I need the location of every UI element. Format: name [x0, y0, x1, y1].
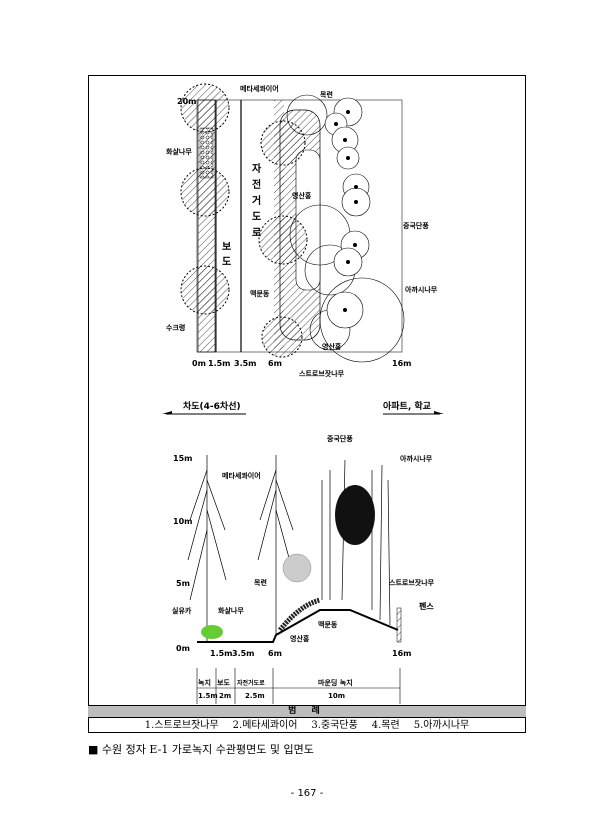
- legend-items: 1.스트로브잣나무 2.메타세콰이어 3.중국단풍 4.목련 5.아까시나무: [88, 718, 526, 733]
- zone-width: 10m: [328, 692, 345, 700]
- axis-tick: 3.5m: [232, 649, 255, 658]
- legend-item: 3.중국단풍: [311, 720, 358, 731]
- sidewalk-char: 도: [222, 256, 231, 268]
- plan-label: 화살나무: [166, 147, 192, 156]
- plan-label: 영산홍: [322, 342, 342, 351]
- height-tick: 0m: [176, 644, 190, 653]
- plan-label: 스트로브잣나무: [299, 369, 345, 378]
- direction-label: 차도(4-6차선): [183, 400, 241, 412]
- elevation-label: 중국단풍: [327, 434, 353, 443]
- zone-name: 보도: [217, 679, 230, 687]
- dimension-table: 녹지 보도 자전거도로 마운딩 녹지 1.5m 2m 2.5m 10m: [196, 668, 401, 704]
- height-tick: 10m: [173, 517, 192, 526]
- figure-frame: [88, 75, 526, 733]
- bike-road-char: 자: [252, 162, 262, 175]
- axis-tick: 16m: [392, 649, 411, 658]
- elevation-label: 스트로브잣나무: [389, 578, 435, 587]
- plan-label: 메타세콰이어: [240, 84, 279, 93]
- plan-label: 중국단풍: [403, 221, 429, 230]
- axis-tick: 3.5m: [234, 359, 257, 368]
- page-number: - 167 -: [290, 788, 324, 799]
- axis-tick: 1.5m: [210, 649, 233, 658]
- sidewalk-char: 보: [222, 241, 231, 253]
- plan-label: 20m: [177, 97, 196, 106]
- elevation-label: 목련: [254, 578, 267, 587]
- elevation-view: 차도(4-6차선) 아파트, 학교 15m 10m 5m 0m 1.5m 3.5…: [162, 400, 444, 658]
- legend-item: 2.메타세콰이어: [232, 720, 298, 731]
- plan-view: 자 전 거 도 로 보 도 메타세콰이어 목련 20m 화살나무 영산홍 중국단…: [166, 83, 438, 378]
- bike-road-char: 로: [252, 227, 261, 239]
- legend-item: 1.스트로브잣나무: [144, 720, 219, 731]
- height-tick: 15m: [173, 454, 192, 463]
- legend-title: 범 례: [88, 705, 526, 718]
- axis-tick: 0m: [192, 359, 206, 368]
- axis-tick: 1.5m: [208, 359, 231, 368]
- elevation-label: 메타세콰이어: [222, 471, 261, 480]
- zone-name: 마운딩 녹지: [318, 678, 353, 687]
- elevation-label: 맥문동: [318, 620, 338, 629]
- elevation-label: 영산홍: [290, 634, 310, 643]
- zone-name: 자전거도로: [237, 679, 265, 687]
- elevation-label: 펜스: [419, 601, 434, 611]
- axis-tick: 16m: [392, 359, 411, 368]
- plan-label: 영산홍: [292, 191, 312, 200]
- plan-label: 아까시나무: [405, 285, 438, 294]
- direction-label: 아파트, 학교: [383, 400, 431, 412]
- bike-road-char: 전: [252, 178, 261, 191]
- plan-label: 수크령: [166, 323, 185, 332]
- height-tick: 5m: [176, 579, 190, 588]
- zone-width: 1.5m: [198, 692, 218, 700]
- plan-label: 맥문동: [250, 289, 270, 298]
- axis-tick: 6m: [268, 649, 282, 658]
- legend-item: 5.아까시나무: [413, 720, 470, 731]
- bike-road-char: 도: [252, 211, 261, 223]
- plan-label: 목련: [320, 90, 333, 99]
- legend-item: 4.목련: [371, 720, 400, 731]
- zone-width: 2.5m: [245, 692, 265, 700]
- elevation-label: 실유카: [172, 606, 192, 615]
- figure-caption: ■ 수원 정자 E-1 가로녹지 수관평면도 및 입면도: [88, 743, 314, 756]
- elevation-label: 아까시나무: [400, 454, 433, 463]
- zone-width: 2m: [219, 692, 231, 700]
- axis-tick: 6m: [268, 359, 282, 368]
- plan-and-elevation-drawing: 자 전 거 도 로 보 도 메타세콰이어 목련 20m 화살나무 영산홍 중국단…: [162, 83, 444, 704]
- elevation-label: 화살나무: [218, 606, 244, 615]
- bike-road-char: 거: [252, 194, 261, 207]
- zone-name: 녹지: [198, 678, 211, 687]
